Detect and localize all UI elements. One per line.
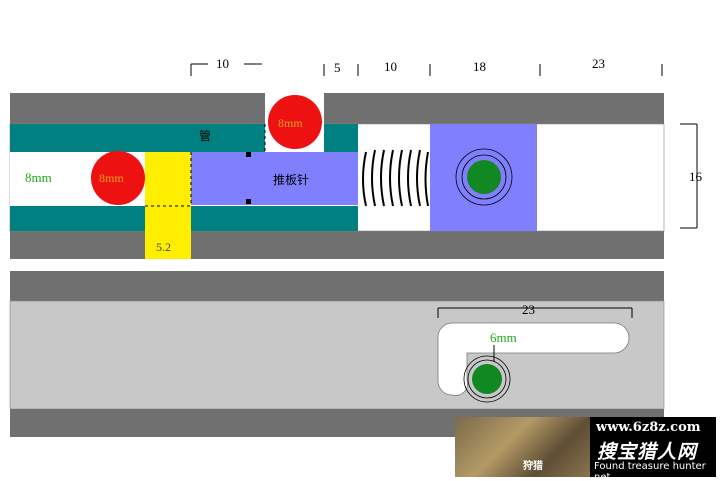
upper-bottom-rail xyxy=(10,231,664,259)
slot-dimension-ticks xyxy=(437,307,633,362)
dim-top-2: 5 xyxy=(334,60,341,75)
spring xyxy=(362,149,429,207)
label-ball-left: 8mm xyxy=(99,171,124,185)
label-yellow-part: 5.2 xyxy=(156,240,171,254)
guide-pin-ring xyxy=(455,148,513,206)
push-pin xyxy=(191,152,358,205)
dim-height: 16 xyxy=(689,169,703,184)
hunter-photo xyxy=(455,417,590,477)
watermark-logo: 搜宝猎人网 xyxy=(597,441,698,463)
guide-pin xyxy=(467,160,501,194)
dim-top-3: 10 xyxy=(384,59,397,74)
dim-top-4: 18 xyxy=(473,59,486,74)
label-ball-top: 8mm xyxy=(278,116,303,130)
left-ball xyxy=(91,151,145,205)
dim-top-1: 10 xyxy=(216,56,229,71)
watermark-subtitle: Found treasure hunter net xyxy=(594,461,706,477)
yellow-block xyxy=(145,152,191,206)
dim-bottom-slot: 23 xyxy=(522,302,535,317)
watermark-photo-caption: 狩猎 xyxy=(523,461,543,472)
lower-guide-pin xyxy=(472,364,502,394)
dim-top-5: 23 xyxy=(592,56,605,71)
watermark-url: www.6z8z.com xyxy=(596,420,701,435)
lower-pin-ring-inner xyxy=(467,359,507,399)
l-slot xyxy=(437,322,630,396)
lower-top-rail xyxy=(10,271,664,301)
top-dimension-ticks xyxy=(190,63,663,76)
lower-body xyxy=(9,300,665,410)
yellow-stem xyxy=(145,206,191,259)
watermark: 狩猎 www.6z8z.com 搜宝猎人网 Found treasure hun… xyxy=(455,417,716,477)
lower-pin-ring xyxy=(463,355,511,403)
top-ball xyxy=(268,95,322,149)
label-tube: 管 xyxy=(199,128,211,143)
label-pin-diameter: 6mm xyxy=(490,330,517,345)
pin-mark-top xyxy=(246,152,251,157)
pin-mark-bottom xyxy=(246,199,251,204)
upper-top-rail xyxy=(10,93,664,124)
guide-pin-ring-inner xyxy=(461,154,507,200)
label-bore-left: 8mm xyxy=(25,170,52,185)
height-dimension-bracket xyxy=(680,123,698,229)
label-pin: 推板针 xyxy=(273,172,309,187)
